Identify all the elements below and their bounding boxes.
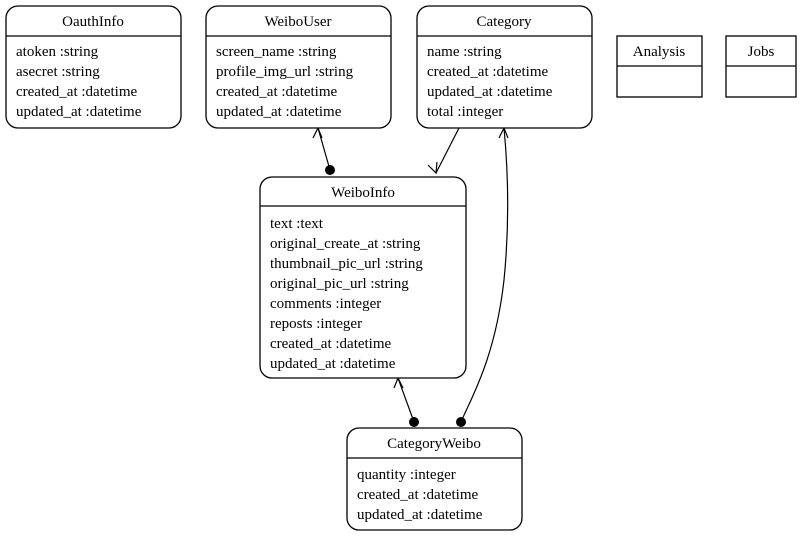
entity-jobs[interactable]: Jobs (725, 35, 797, 98)
entity-analysis[interactable]: Analysis (616, 35, 703, 98)
entity-title: Analysis (633, 44, 686, 60)
entity-oauthinfo[interactable]: OauthInfo atoken :string asecret :string… (5, 5, 182, 129)
entity-attribute: created_at :datetime (16, 84, 138, 100)
edge-weibouser-weiboinfo (312, 126, 335, 175)
entity-attribute: reposts :integer (270, 316, 362, 332)
entity-attribute: updated_at :datetime (357, 507, 483, 523)
entity-category[interactable]: Category name :string created_at :dateti… (416, 5, 593, 129)
entity-attribute: updated_at :datetime (427, 84, 553, 100)
entity-attribute: created_at :datetime (357, 487, 479, 503)
entity-attribute: asecret :string (16, 64, 100, 80)
relations (312, 126, 509, 427)
edge-category-weiboinfo (427, 127, 460, 175)
entity-title: WeiboUser (264, 14, 331, 30)
edge-category-categoryweibo (456, 126, 509, 427)
entity-attribute: created_at :datetime (216, 84, 338, 100)
entity-title: Category (477, 14, 532, 30)
entity-attribute: comments :integer (270, 296, 381, 312)
entity-attribute: total :integer (427, 104, 503, 120)
entity-attribute: thumbnail_pic_url :string (270, 256, 423, 272)
entity-attribute: name :string (427, 44, 502, 60)
entity-attribute: atoken :string (16, 44, 99, 60)
entity-attribute: original_create_at :string (270, 236, 421, 252)
entity-attribute: profile_img_url :string (216, 64, 354, 80)
entity-title: CategoryWeibo (387, 436, 481, 452)
entity-attribute: created_at :datetime (270, 336, 392, 352)
entity-attribute: updated_at :datetime (16, 104, 142, 120)
entity-categoryweibo[interactable]: CategoryWeibo quantity :integer created_… (346, 427, 523, 531)
entity-title: WeiboInfo (331, 185, 395, 201)
entity-weibouser[interactable]: WeiboUser screen_name :string profile_im… (205, 5, 392, 129)
entity-title: OauthInfo (62, 14, 124, 30)
entity-attribute: updated_at :datetime (216, 104, 342, 120)
entity-attribute: text :text (270, 216, 324, 232)
edge-weiboinfo-categoryweibo (393, 376, 419, 427)
entity-weiboinfo[interactable]: WeiboInfo text :text original_create_at … (259, 176, 467, 379)
entity-attribute: updated_at :datetime (270, 356, 396, 372)
entity-attribute: original_pic_url :string (270, 276, 409, 292)
entity-attribute: screen_name :string (216, 44, 337, 60)
entity-attribute: quantity :integer (357, 467, 456, 483)
entity-title: Jobs (748, 44, 775, 60)
entity-attribute: created_at :datetime (427, 64, 549, 80)
